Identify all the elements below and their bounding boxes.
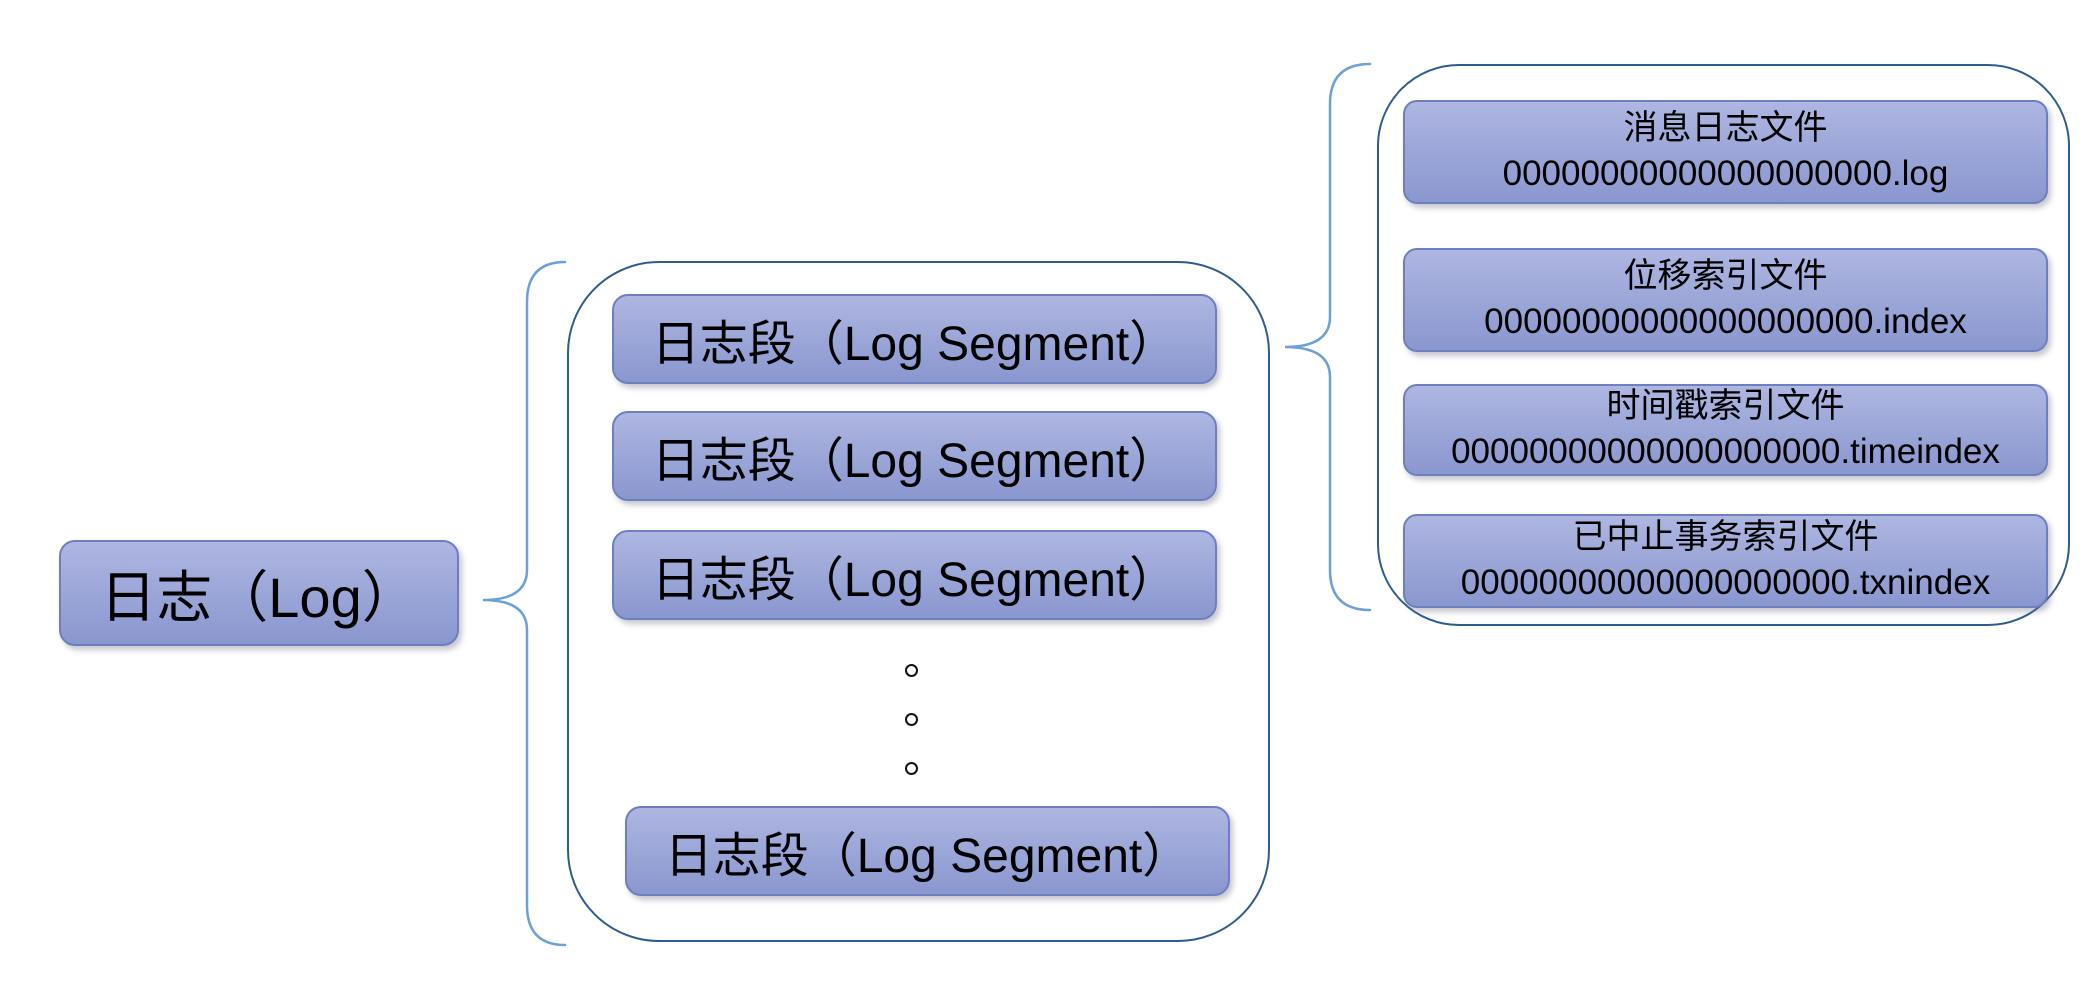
log-segment-label: 日志段（Log Segment） [651,554,1178,607]
file-title: 位移索引文件 [1623,257,1828,296]
ellipsis-dot [905,713,918,726]
left-brace-icon [482,260,567,947]
log-segment-label: 日志段（Log Segment） [651,318,1178,371]
file-name: 00000000000000000000.log [1502,154,1949,194]
left-brace-path [482,260,567,947]
ellipsis-dot [905,664,918,677]
file-title: 时间戳索引文件 [1606,387,1845,426]
right-brace-icon [1284,62,1372,612]
log-segments-container [567,261,1270,942]
log-node-label: 日志（Log） [100,565,418,629]
log-segment-box-2: 日志段（Log Segment） [612,411,1217,501]
file-box-index: 位移索引文件 00000000000000000000.index [1403,248,2048,352]
log-segment-box-3: 日志段（Log Segment） [612,530,1217,620]
file-name: 00000000000000000000.index [1484,302,1967,342]
log-segment-box-1: 日志段（Log Segment） [612,294,1217,384]
file-name: 00000000000000000000.txnindex [1460,563,1991,603]
log-segment-label: 日志段（Log Segment） [664,830,1191,883]
right-brace-path [1284,62,1372,612]
file-box-txnindex: 已中止事务索引文件 00000000000000000000.txnindex [1403,514,2048,608]
file-title: 消息日志文件 [1623,109,1828,148]
file-box-log: 消息日志文件 00000000000000000000.log [1403,100,2048,204]
log-node: 日志（Log） [59,540,459,646]
ellipsis-dot [905,762,918,775]
file-title: 已中止事务索引文件 [1572,518,1879,557]
segment-files-container [1377,64,2070,626]
file-box-timeindex: 时间戳索引文件 00000000000000000000.timeindex [1403,384,2048,476]
log-segment-box-4: 日志段（Log Segment） [625,806,1230,896]
log-segment-label: 日志段（Log Segment） [651,435,1178,488]
file-name: 00000000000000000000.timeindex [1451,432,2000,472]
